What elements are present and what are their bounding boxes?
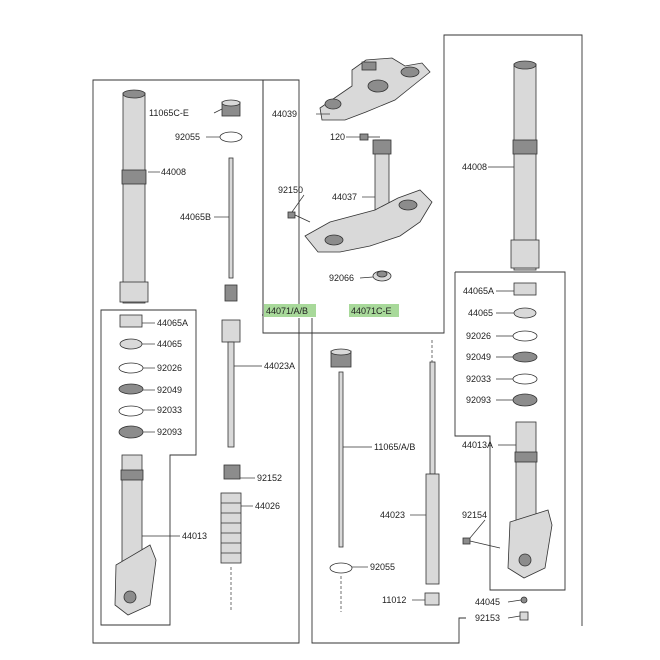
left-washer-92026 xyxy=(118,362,144,374)
label-92026-right: 92026 xyxy=(466,331,491,341)
label-44065b: 44065B xyxy=(180,212,211,222)
label-44026: 44026 xyxy=(255,501,280,511)
fork-cap-11065ab xyxy=(330,348,352,548)
bolt-11012 xyxy=(424,592,440,606)
leader-lines xyxy=(142,108,522,619)
center-top-frame xyxy=(262,34,583,626)
right-clip-92033 xyxy=(512,373,538,385)
label-11012: 11012 xyxy=(382,595,406,605)
label-92026-left: 92026 xyxy=(157,363,182,373)
left-seal-92049 xyxy=(118,383,144,395)
o-ring-92055-top xyxy=(219,131,243,143)
label-92066: 92066 xyxy=(329,273,354,283)
plug-44045 xyxy=(520,596,528,604)
left-subgroup-frame xyxy=(100,309,197,626)
tag-44071ab-bg xyxy=(264,304,316,317)
bolt-92153 xyxy=(519,611,529,621)
cartridge-44023a xyxy=(221,284,241,448)
nut-92152 xyxy=(223,464,241,480)
label-44065a-left: 44065A xyxy=(157,318,188,328)
stem-nut-92066 xyxy=(372,270,392,282)
label-92150: 92150 xyxy=(278,185,303,195)
left-assembly-frame xyxy=(92,79,300,644)
left-inner-tube xyxy=(114,454,157,616)
label-92093-right: 92093 xyxy=(466,395,491,405)
tag-44071ce: 44071C-E xyxy=(349,304,399,317)
right-inner-tube xyxy=(507,421,553,579)
tag-44071ab-text: 44071/A/B xyxy=(266,306,308,316)
bolt-92150 xyxy=(287,211,311,223)
label-92055-bottom: 92055 xyxy=(370,562,395,572)
label-44008-left: 44008 xyxy=(161,167,186,177)
damper-rod-44065b xyxy=(228,157,234,279)
label-92033-right: 92033 xyxy=(466,374,491,384)
right-bushing-44065a xyxy=(513,282,537,296)
left-outer-tube xyxy=(119,89,149,304)
cartridge-44023 xyxy=(425,361,440,585)
right-subgroup-frame xyxy=(454,271,566,591)
right-seal-92049 xyxy=(512,351,538,363)
label-92154: 92154 xyxy=(462,510,487,520)
label-92049-left: 92049 xyxy=(157,385,182,395)
right-dust-seal-92093 xyxy=(512,393,538,407)
label-44008-right: 44008 xyxy=(462,162,487,172)
label-92153: 92153 xyxy=(475,613,500,623)
label-92055-top: 92055 xyxy=(175,132,200,142)
left-dust-seal-92093 xyxy=(118,425,144,439)
label-120: 120 xyxy=(330,132,345,142)
tag-44071ce-text: 44071C-E xyxy=(351,306,392,316)
label-44065a-right: 44065A xyxy=(463,286,494,296)
label-92033-left: 92033 xyxy=(157,405,182,415)
fork-cap-11065ce xyxy=(221,99,241,117)
tag-44071ce-bg xyxy=(349,304,399,317)
right-outer-tube xyxy=(510,60,540,271)
label-11065ab: 11065/A/B xyxy=(374,442,415,452)
spring-44026 xyxy=(220,492,242,564)
label-44023: 44023 xyxy=(380,510,405,520)
label-92152: 92152 xyxy=(257,473,282,483)
steering-stem xyxy=(304,139,433,253)
label-44013a: 44013A xyxy=(462,440,493,450)
tag-44071ab: 44071/A/B xyxy=(264,304,316,317)
bottom-assembly-frame xyxy=(311,318,466,644)
left-clip-92033 xyxy=(118,405,144,417)
right-washer-92026 xyxy=(512,330,538,342)
bolt-92154 xyxy=(462,537,501,549)
label-44037: 44037 xyxy=(332,192,357,202)
upper-triple-clamp xyxy=(319,57,431,121)
label-44023a: 44023A xyxy=(264,361,295,371)
left-bushing-44065a xyxy=(119,314,143,328)
label-44013-left: 44013 xyxy=(182,531,207,541)
label-92093-left: 92093 xyxy=(157,427,182,437)
label-44065-left: 44065 xyxy=(157,339,182,349)
bolt-120 xyxy=(359,133,380,141)
right-bushing-44065 xyxy=(513,307,537,319)
label-44045: 44045 xyxy=(475,597,500,607)
label-44039: 44039 xyxy=(272,109,297,119)
label-44065-right: 44065 xyxy=(468,308,493,318)
o-ring-92055-bottom xyxy=(329,562,353,574)
label-11065ce: 11065C-E xyxy=(149,108,189,118)
label-92049-right: 92049 xyxy=(466,352,491,362)
left-bushing-44065 xyxy=(119,338,143,350)
